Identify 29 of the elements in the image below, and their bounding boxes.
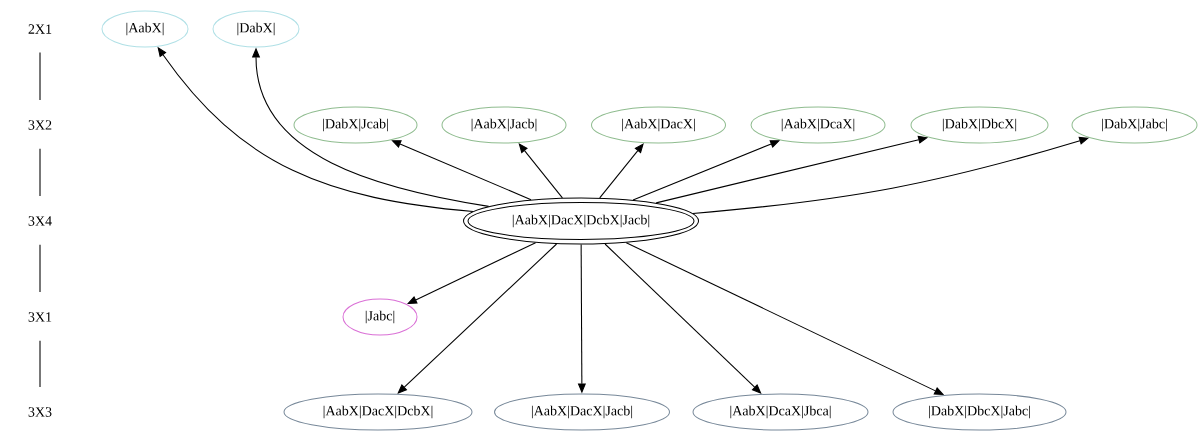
arrow bbox=[397, 243, 558, 394]
ellipse-node: |AabX|DacX|DcbX| bbox=[283, 393, 473, 431]
arrow bbox=[599, 143, 644, 199]
ellipse-node: |AabX|DacX| bbox=[591, 106, 726, 144]
ellipse-node: |DabX|Jabc| bbox=[1071, 106, 1198, 144]
arrow bbox=[518, 143, 563, 199]
connector-line bbox=[39, 340, 41, 388]
arrow bbox=[391, 140, 532, 201]
ellipse-node: |DabX|DbcX|Jabc| bbox=[892, 393, 1067, 431]
connector-line bbox=[39, 244, 41, 293]
ellipse-node: |DabX|Jcab| bbox=[293, 106, 418, 144]
ellipse-node: |AabX| bbox=[101, 10, 189, 48]
ellipse-node: |DabX| bbox=[212, 10, 300, 48]
ellipse-node: |Jabc| bbox=[342, 298, 418, 336]
rank-label: 3X2 bbox=[28, 120, 52, 130]
connector-line bbox=[39, 148, 41, 197]
rank-label: 3X3 bbox=[28, 407, 52, 417]
ellipse-node: |AabX|DcaX|Jbca| bbox=[692, 393, 869, 431]
ellipse-node: |DabX|DbcX| bbox=[910, 106, 1049, 144]
ellipse-node: |AabX|DacX|Jacb| bbox=[494, 393, 670, 431]
ellipse-node: |AabX|DcaX| bbox=[750, 106, 886, 144]
rank-label: 2X1 bbox=[28, 24, 52, 34]
rank-label: 3X4 bbox=[28, 216, 52, 226]
connector-line bbox=[39, 52, 41, 101]
double-ellipse-node: |AabX|DacX|DcbX|Jacb| bbox=[463, 197, 699, 245]
ellipse-node: |AabX|Jacb| bbox=[441, 106, 567, 144]
arrow bbox=[407, 242, 537, 305]
arrow bbox=[604, 243, 762, 394]
rank-label: 3X1 bbox=[28, 312, 52, 322]
